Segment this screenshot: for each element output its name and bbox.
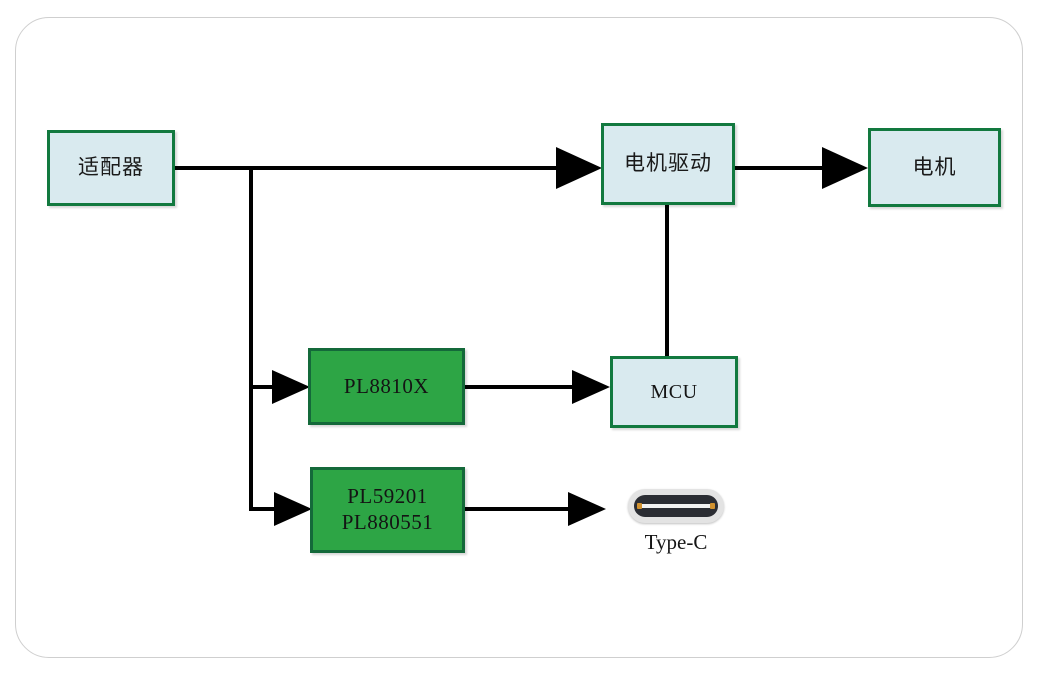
block-mcu-label: MCU: [650, 380, 698, 403]
arrowhead-mcu-input: [572, 370, 610, 404]
block-pl8810x[interactable]: PL8810X: [308, 348, 465, 425]
typec-slot: [640, 504, 712, 508]
arrowhead-motor-driver-input: [556, 147, 602, 189]
connector-motor-driver-to-mcu: [665, 203, 669, 358]
connector-adapter-to-motor-driver: [174, 166, 560, 170]
diagram-frame: [15, 17, 1023, 658]
block-pl8810x-label: PL8810X: [343, 373, 430, 398]
typec-connector-group[interactable]: [628, 489, 724, 523]
connector-trunk-to-pl8810x: [249, 385, 285, 389]
connector-pl59201-to-typec: [464, 507, 570, 511]
block-mcu[interactable]: MCU: [610, 356, 738, 428]
block-motor-label: 电机: [912, 154, 957, 179]
usb-type-c-connector-icon: [628, 489, 724, 523]
connector-motor-driver-to-motor: [735, 166, 831, 170]
typec-pin-left: [637, 503, 642, 509]
block-pl59201-pl880551-labels: PL59201 PL880551: [342, 484, 434, 535]
typec-label: Type-C: [644, 530, 708, 554]
arrowhead-pl59201-input: [274, 492, 312, 526]
arrowhead-motor-input: [822, 147, 868, 189]
block-pl59201-label: PL59201: [347, 484, 428, 509]
block-adapter-label: 适配器: [78, 155, 144, 180]
connector-trunk-to-pl59201: [249, 507, 289, 511]
block-motor[interactable]: 电机: [868, 128, 1001, 207]
arrowhead-typec-input: [568, 492, 606, 526]
connector-adapter-trunk-vertical: [249, 166, 253, 511]
typec-pin-right: [710, 503, 715, 509]
connector-pl8810x-to-mcu: [464, 385, 574, 389]
arrowhead-pl8810x-input: [272, 370, 310, 404]
block-motor-driver[interactable]: 电机驱动: [601, 123, 735, 205]
block-pl880551-label: PL880551: [341, 510, 434, 534]
block-adapter[interactable]: 适配器: [47, 130, 175, 206]
block-motor-driver-label: 电机驱动: [624, 151, 712, 176]
block-pl59201-pl880551[interactable]: PL59201 PL880551: [310, 467, 465, 553]
